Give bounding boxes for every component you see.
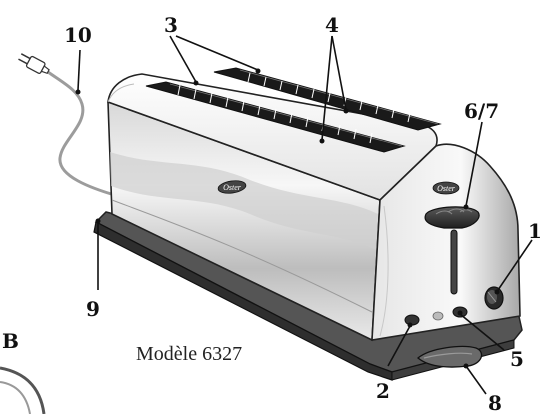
toaster-body xyxy=(107,73,521,342)
slot-rear xyxy=(213,67,442,131)
callout-8: 8 xyxy=(488,391,502,414)
callout-5: 5 xyxy=(510,347,524,371)
carriage-lever xyxy=(424,206,480,229)
toast-slots xyxy=(145,67,442,153)
callout-2: 2 xyxy=(376,379,390,403)
brand-logo-side: Oster xyxy=(223,183,242,192)
leader-lines xyxy=(77,35,533,395)
indicator-light xyxy=(432,311,444,321)
callout-b: B xyxy=(2,329,19,353)
callout-4: 4 xyxy=(325,13,339,37)
lever-slot xyxy=(450,229,458,295)
callout-9: 9 xyxy=(86,297,100,321)
callout-6-7: 6/7 xyxy=(464,99,499,123)
leader-dots xyxy=(75,68,500,369)
inset-view-b xyxy=(0,366,46,414)
brand-badge-side: Oster xyxy=(217,180,247,194)
brand-logo-end: Oster xyxy=(437,184,456,193)
model-caption: Modèle 6327 xyxy=(136,343,242,365)
browning-dial xyxy=(484,286,504,310)
callout-3: 3 xyxy=(164,13,178,37)
power-cord xyxy=(18,53,120,198)
callout-1: 1 xyxy=(528,219,541,243)
plug-icon xyxy=(18,53,50,75)
callout-10: 10 xyxy=(64,23,92,47)
brand-badge-end: Oster xyxy=(432,181,460,195)
crumb-tray xyxy=(416,345,483,368)
